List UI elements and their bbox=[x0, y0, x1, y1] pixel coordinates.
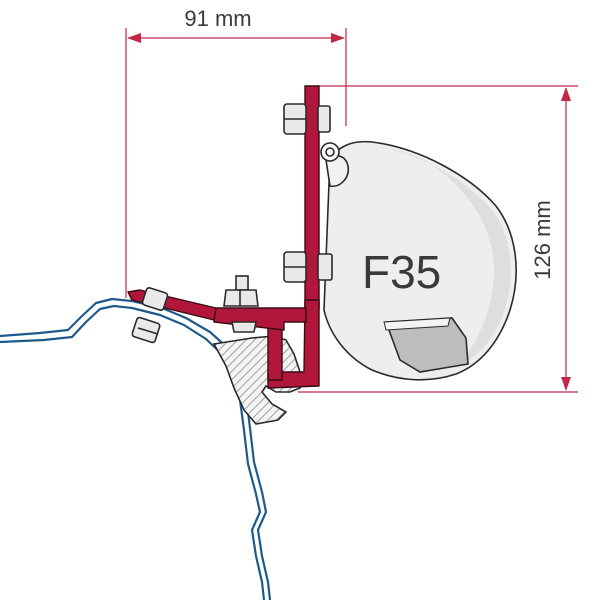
width-arrow-right bbox=[331, 33, 345, 43]
height-label: 126 mm bbox=[530, 200, 555, 279]
awning-hinge-hole bbox=[325, 147, 335, 157]
bracket-top-plate bbox=[213, 307, 307, 331]
awning-front-lip bbox=[384, 317, 469, 373]
height-arrow-bottom bbox=[561, 377, 571, 391]
upper-bolt-nut bbox=[317, 105, 331, 133]
height-dimension: 126 mm bbox=[298, 85, 578, 393]
middle-bolt bbox=[283, 251, 333, 283]
upper-bolt bbox=[283, 103, 331, 135]
roof-clamp-bolt bbox=[131, 287, 169, 344]
bracket-vertical-plate bbox=[304, 85, 320, 311]
awning-lip-highlight bbox=[383, 317, 451, 331]
adapter-bracket bbox=[127, 85, 320, 389]
bracket-bolt-nut bbox=[223, 289, 259, 307]
middle-bolt-nut bbox=[317, 253, 333, 281]
width-label: 91 mm bbox=[184, 6, 251, 31]
awning-face-shade bbox=[372, 146, 511, 366]
height-arrow-top bbox=[561, 87, 571, 101]
bracket-bolt-washer bbox=[231, 321, 257, 333]
awning-cassette: F35 bbox=[320, 140, 517, 381]
bracket-bolt bbox=[223, 275, 259, 333]
awning-model-label: F35 bbox=[362, 246, 441, 298]
bracket-roof-arm bbox=[127, 289, 217, 321]
bracket-rail-hook bbox=[267, 323, 283, 381]
width-arrow-left bbox=[127, 33, 141, 43]
awning-body bbox=[323, 140, 517, 381]
bracket-bolt-shaft bbox=[235, 275, 249, 291]
roof-clamp-bolt-head bbox=[141, 287, 169, 311]
width-dimension: 91 mm bbox=[125, 6, 347, 298]
